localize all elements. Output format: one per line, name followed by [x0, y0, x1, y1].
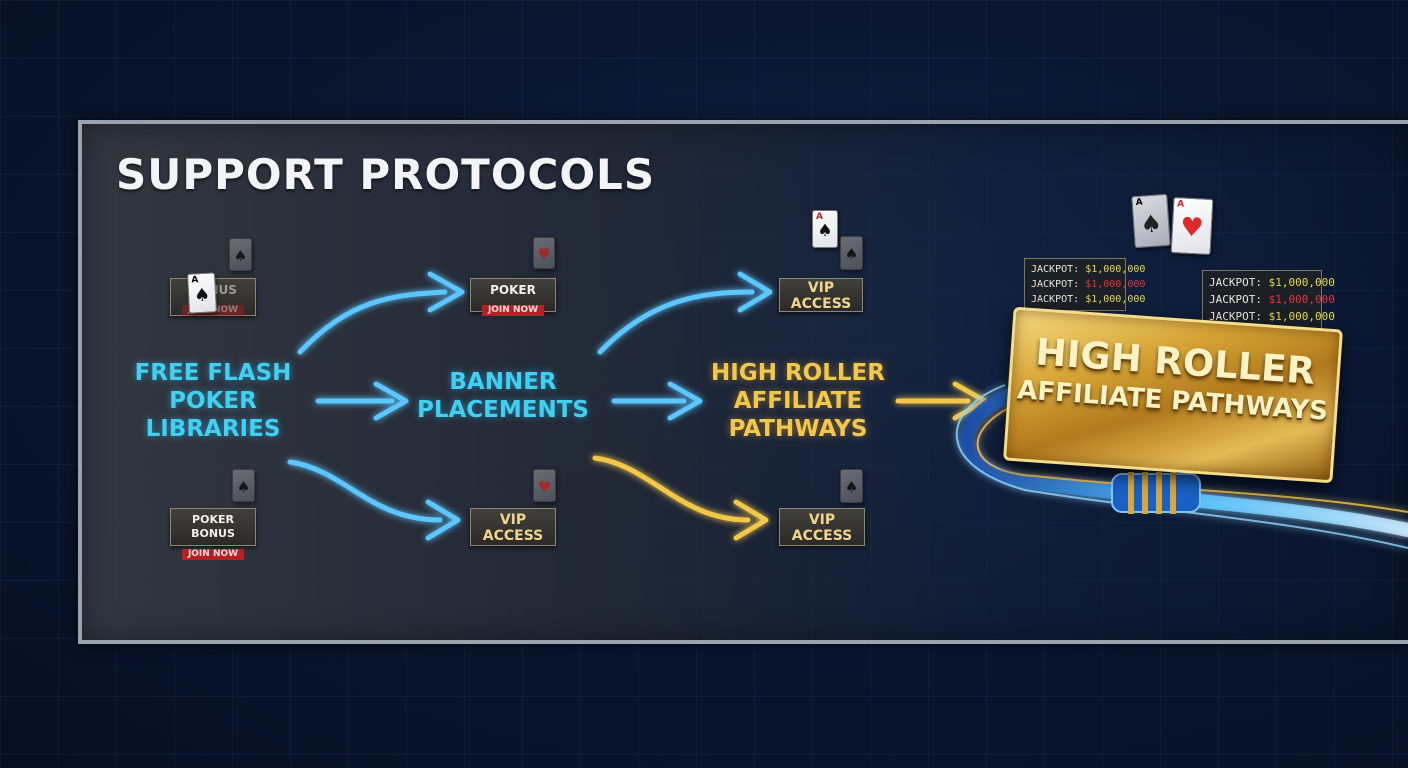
jackpot-ticker-left: JACKPOT: $1,000,000 JACKPOT: $1,000,000 … — [1024, 258, 1146, 311]
card-spade-dim-1: ♠ — [229, 238, 252, 271]
banner-vip-access-bottom: VIP ACCESS — [779, 508, 865, 546]
arrow-source-to-vip — [287, 459, 461, 541]
card-ace-spades-1: A ♠ — [186, 272, 218, 314]
banner-poker-bonus-join: POKER BONUS JOIN NOW — [170, 508, 256, 560]
node-free-flash-poker-libraries: FREE FLASH POKER LIBRARIES — [134, 360, 292, 442]
arrow-poker-to-vip — [597, 271, 773, 355]
banner-poker-join: POKER JOIN NOW — [470, 278, 556, 316]
node-banner-placements: BANNER PLACEMENTS — [416, 369, 589, 423]
card-ace-spades-3: A ♠ — [1131, 193, 1171, 249]
jackpot-row: JACKPOT: $1,000,000 — [1031, 294, 1146, 305]
fiber-cable — [955, 384, 1408, 549]
high-roller-plaque: HIGH ROLLER AFFILIATE PATHWAYS — [1003, 306, 1343, 484]
jackpot-ticker-right: JACKPOT: $1,000,000 JACKPOT: $1,000,000 … — [1202, 270, 1335, 329]
arrow-banner-to-vip-gold — [592, 455, 769, 541]
banner-vip-access-top: VIP ACCESS — [779, 278, 863, 312]
jackpot-row: JACKPOT: $1,000,000 — [1209, 310, 1335, 323]
arrow-source-to-poker — [297, 271, 465, 355]
jackpot-row: JACKPOT: $1,000,000 — [1031, 279, 1146, 290]
cable-connector — [1111, 472, 1201, 514]
banner-vip-access-middle: VIP ACCESS — [470, 508, 556, 546]
card-ace-spades-2: A ♠ — [812, 210, 838, 248]
card-spade-dim-3: ♠ — [232, 469, 255, 502]
card-spade-dim-4: ♠ — [840, 469, 863, 503]
jackpot-row: JACKPOT: $1,000,000 — [1209, 276, 1335, 289]
page-title: SUPPORT PROTOCOLS — [116, 150, 656, 199]
jackpot-row: JACKPOT: $1,000,000 — [1209, 293, 1335, 306]
card-spade-dim-2: ♠ — [840, 236, 863, 270]
node-high-roller-affiliate-pathways: HIGH ROLLER AFFILIATE PATHWAYS — [711, 360, 885, 442]
arrow-banner-to-affiliate — [611, 381, 703, 421]
card-heart-dim-1: ♥ — [533, 237, 555, 269]
card-heart-dim-2: ♥ — [533, 469, 556, 502]
card-ace-hearts: A ♥ — [1170, 196, 1214, 256]
jackpot-row: JACKPOT: $1,000,000 — [1031, 264, 1146, 275]
arrow-source-to-banner — [315, 381, 409, 421]
